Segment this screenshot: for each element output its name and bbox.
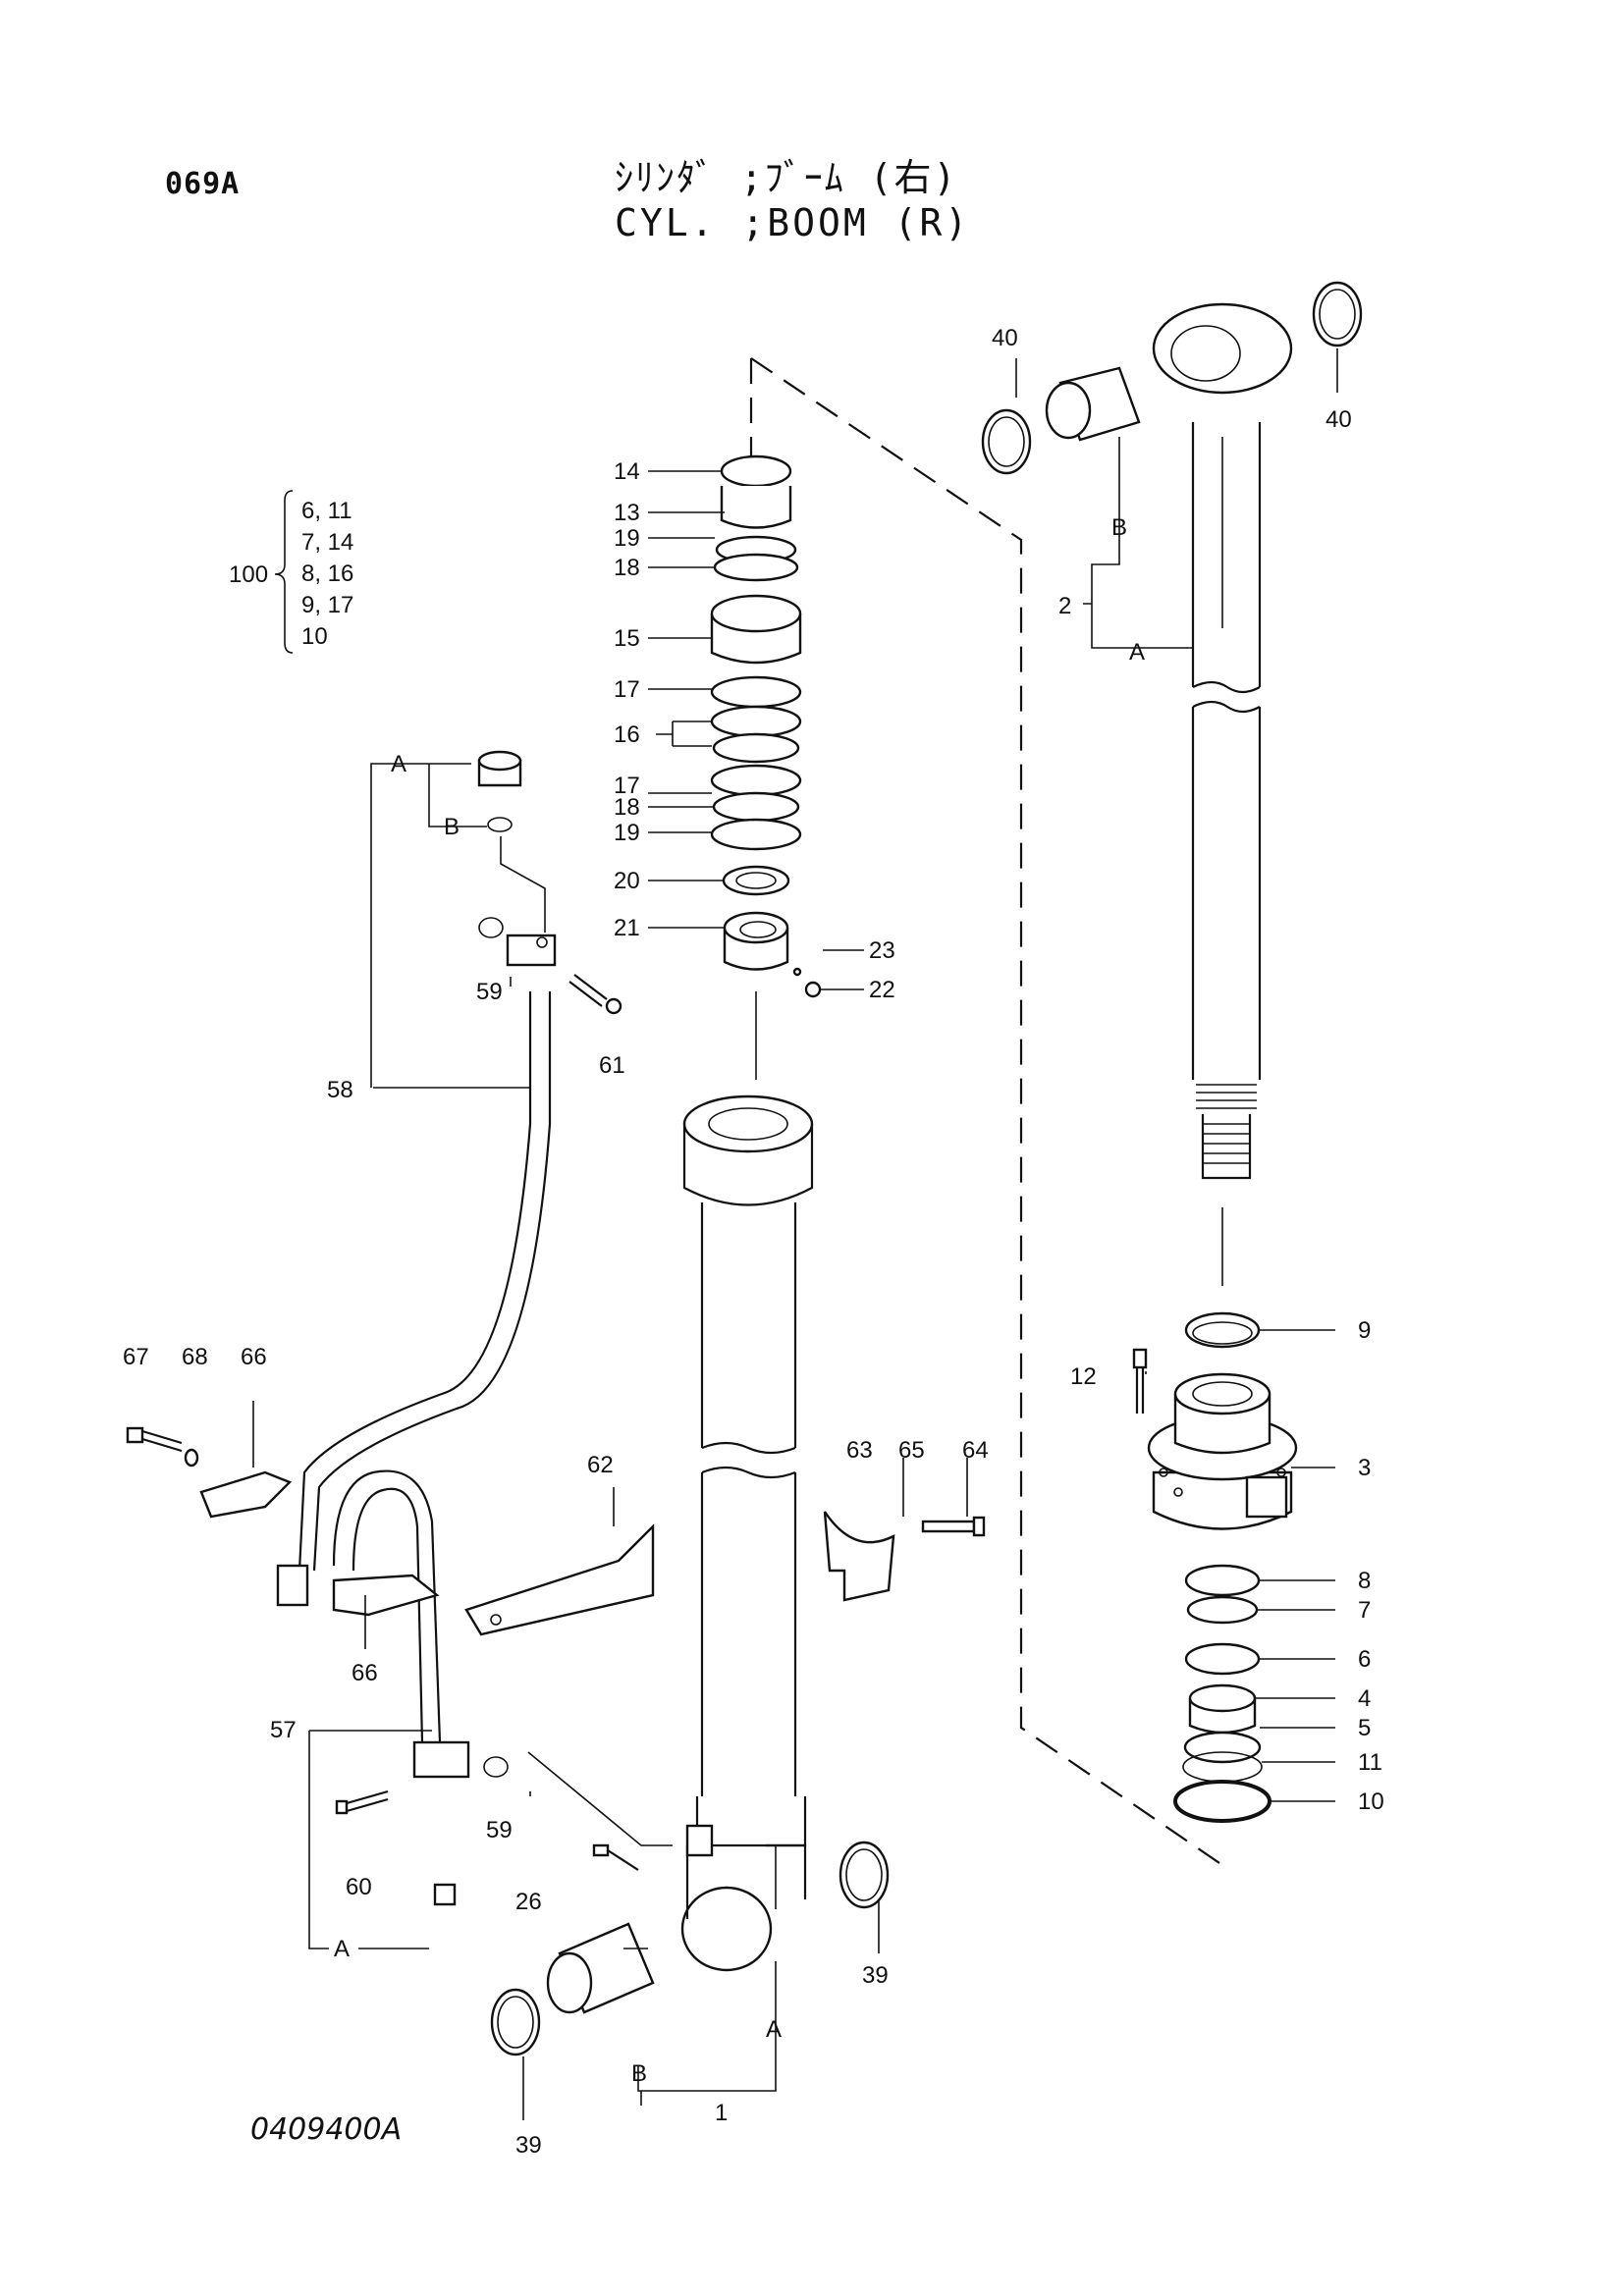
callout-7: 7 — [1358, 1597, 1371, 1624]
callout-63: 63 — [846, 1437, 873, 1464]
callout-16: 16 — [614, 721, 640, 748]
page-code: 069A — [165, 167, 241, 201]
clamp-63 — [823, 1511, 895, 1602]
letter-pipe58-A: A — [391, 751, 406, 777]
kit-number-100: 100 — [229, 561, 268, 588]
callout-59-lower: 59 — [486, 1817, 513, 1843]
title-english: CYL. ;BOOM (R) — [615, 201, 971, 244]
pipe-57 — [332, 1469, 470, 1906]
callout-4: 4 — [1358, 1685, 1371, 1712]
bracket-62 — [464, 1523, 655, 1636]
callout-3: 3 — [1358, 1455, 1371, 1481]
callout-10: 10 — [1358, 1789, 1384, 1815]
callout-18a: 18 — [614, 555, 640, 581]
callout-14: 14 — [614, 458, 640, 485]
clamp-66-upper — [199, 1470, 293, 1519]
callout-6: 6 — [1358, 1646, 1371, 1673]
callout-19a: 19 — [614, 525, 640, 552]
letter-tube-A: A — [766, 2016, 782, 2043]
grease-nipple-26 — [592, 1843, 639, 1871]
callout-2: 2 — [1058, 593, 1071, 619]
callout-58: 58 — [327, 1077, 353, 1103]
rod-seals-stack — [1173, 1564, 1271, 1823]
kit-line-2: 7, 14 — [301, 529, 353, 556]
callout-22: 22 — [869, 977, 895, 1003]
letter-tube-B: B — [631, 2060, 647, 2087]
oring-59-lower — [483, 1756, 509, 1778]
assembly-outline — [749, 357, 1223, 1866]
dust-seal-40-right — [1312, 281, 1363, 347]
callout-labels: 14 13 19 18 15 17 16 17 18 19 20 21 23 2… — [123, 325, 1384, 2159]
title-japanese: ｼﾘﾝﾀﾞ ;ﾌﾞｰﾑ (右) — [615, 156, 958, 199]
callout-66-upper: 66 — [241, 1344, 267, 1370]
callout-8: 8 — [1358, 1568, 1371, 1594]
kit-line-5: 10 — [301, 623, 328, 650]
callout-1: 1 — [715, 2100, 728, 2126]
callout-59-upper: 59 — [476, 979, 503, 1005]
callout-57: 57 — [270, 1717, 297, 1743]
callout-64: 64 — [962, 1437, 989, 1464]
callout-17b: 17 — [614, 773, 640, 799]
callout-23: 23 — [869, 937, 895, 964]
callout-67: 67 — [123, 1344, 149, 1370]
callout-61: 61 — [599, 1052, 625, 1079]
piston-stack — [710, 454, 802, 1080]
letter-pipe57-A: A — [334, 1936, 350, 1962]
callout-5: 5 — [1358, 1715, 1371, 1741]
bolt-67 — [126, 1426, 199, 1468]
callout-26: 26 — [515, 1889, 542, 1915]
gland-seal-9 — [1184, 1311, 1261, 1349]
callout-21: 21 — [614, 915, 640, 941]
clamp-66-lower — [332, 1574, 440, 1617]
callout-68: 68 — [182, 1344, 208, 1370]
callout-11: 11 — [1358, 1749, 1382, 1776]
bolt-64 — [921, 1516, 986, 1537]
oring-59-upper — [478, 917, 504, 938]
callout-62: 62 — [587, 1452, 614, 1478]
drawing-number: 0409400A — [250, 2112, 403, 2147]
callout-19b: 19 — [614, 820, 640, 846]
setscrew-22 — [792, 967, 822, 998]
bolt-61 — [568, 974, 622, 1015]
piston-rod — [1152, 302, 1293, 1286]
letter-rod-B: B — [1111, 514, 1127, 541]
callout-40-right: 40 — [1325, 406, 1352, 433]
kit-line-4: 9, 17 — [301, 592, 353, 618]
callout-15: 15 — [614, 625, 640, 652]
kit-line-3: 8, 16 — [301, 561, 353, 587]
cylinder-head-3 — [1147, 1372, 1298, 1530]
letter-pipe58-B: B — [444, 814, 460, 840]
callout-17a: 17 — [614, 676, 640, 703]
callout-39-right: 39 — [862, 1962, 889, 1989]
bushing-tube — [546, 1922, 655, 2014]
cylinder-tube — [680, 1095, 814, 1972]
dust-seal-40-left — [981, 408, 1032, 475]
callout-66-lower: 66 — [352, 1660, 378, 1686]
callout-60: 60 — [346, 1874, 372, 1900]
callout-65: 65 — [898, 1437, 925, 1464]
callout-39-left: 39 — [515, 2132, 542, 2159]
letter-rod-A: A — [1129, 639, 1145, 666]
dust-seal-39-right — [839, 1841, 890, 1909]
pipe-58 — [276, 934, 557, 1607]
dust-seal-39-left — [490, 1988, 541, 2056]
callout-13: 13 — [614, 500, 640, 526]
callout-40-left: 40 — [992, 325, 1018, 351]
kit-line-1: 6, 11 — [301, 498, 352, 524]
callout-12: 12 — [1070, 1363, 1097, 1390]
bolt-12 — [1132, 1348, 1148, 1414]
bushing-rod — [1045, 366, 1141, 442]
leader-lines — [252, 348, 1338, 2120]
callout-20: 20 — [614, 868, 640, 894]
plug-top — [477, 750, 522, 832]
bolt-60 — [335, 1789, 389, 1815]
callout-18b: 18 — [614, 794, 640, 821]
callout-9: 9 — [1358, 1317, 1371, 1344]
